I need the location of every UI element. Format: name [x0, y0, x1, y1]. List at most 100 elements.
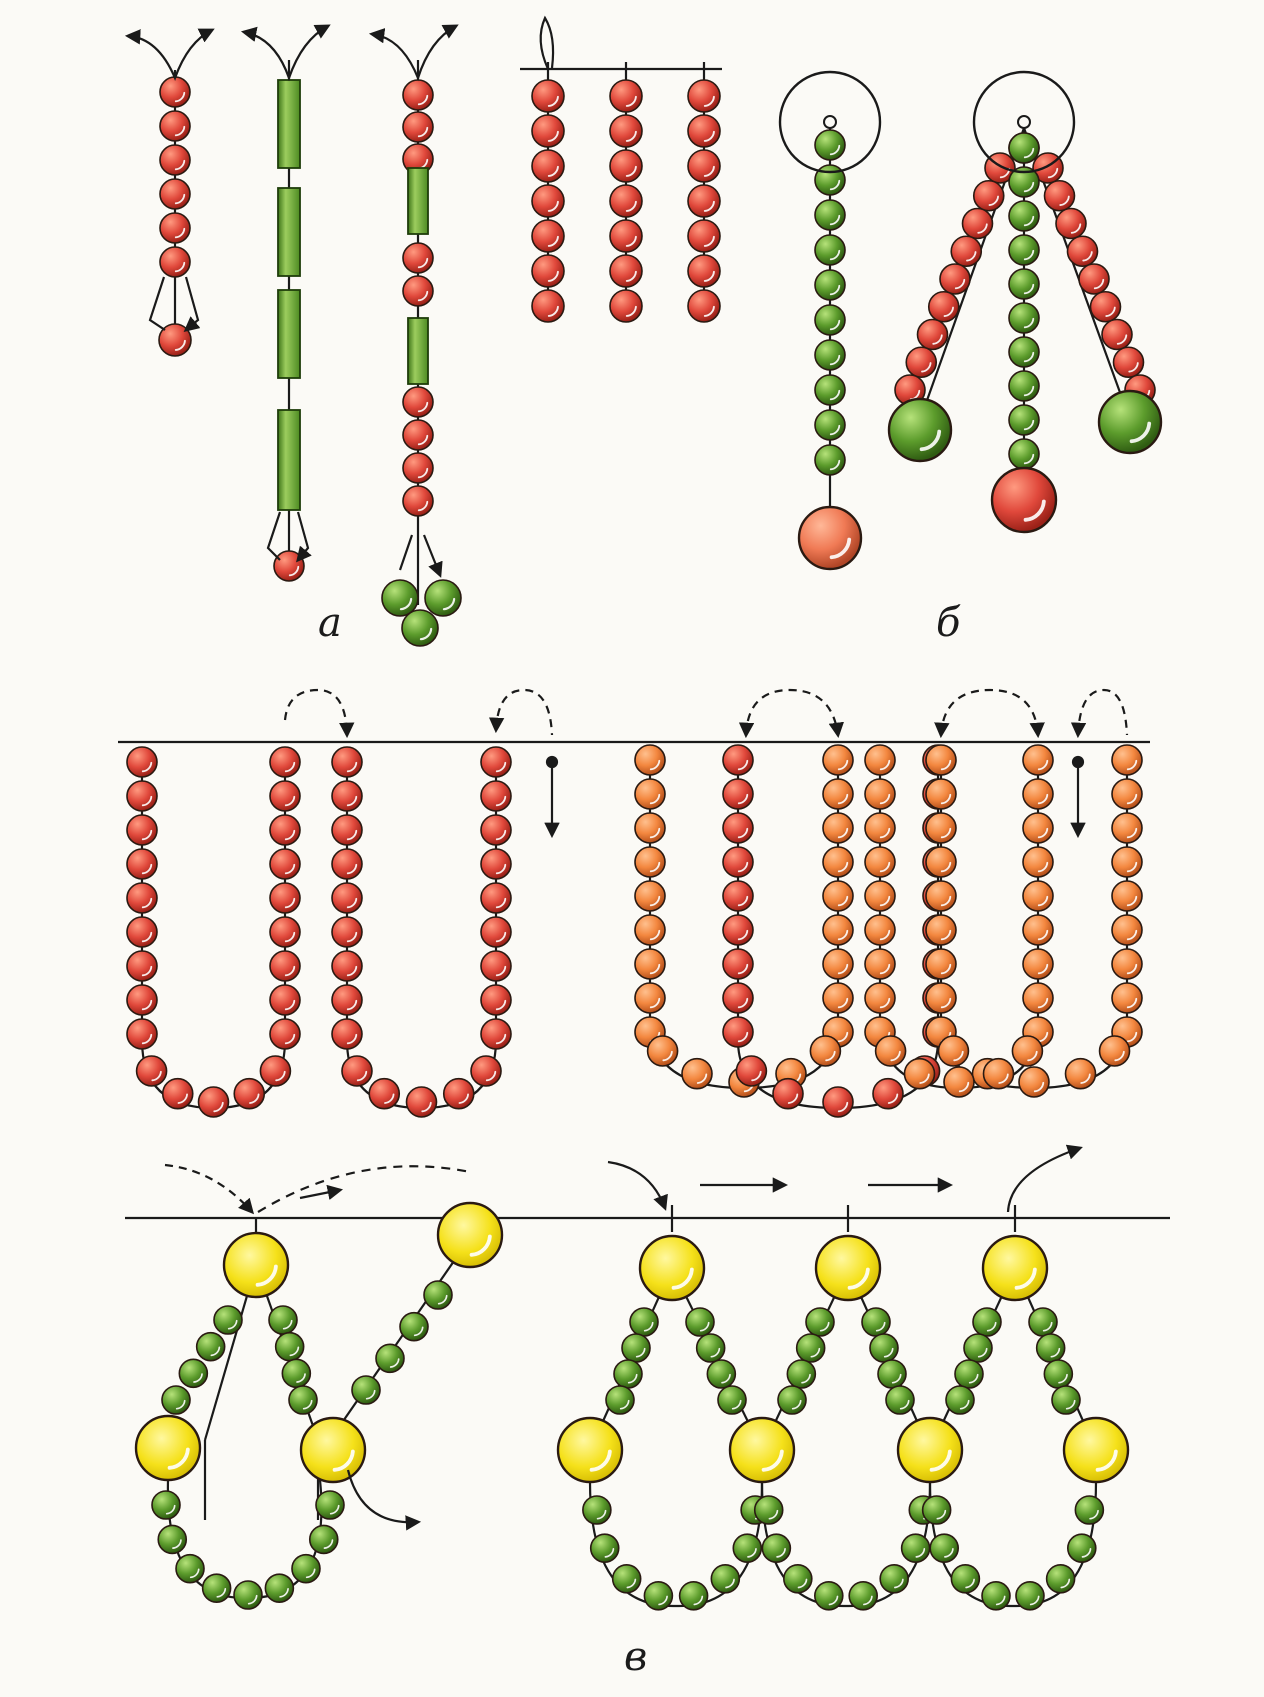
green-bead — [589, 1533, 620, 1563]
red-bead — [531, 184, 565, 218]
orange-bead — [1111, 846, 1143, 878]
green-bead — [1008, 370, 1040, 402]
green-bead — [1008, 336, 1040, 368]
yellow-bead — [299, 1416, 367, 1484]
green-bead — [950, 1564, 981, 1594]
green-bead — [786, 1359, 817, 1389]
green-bead — [1051, 1385, 1081, 1415]
red-bead — [1055, 207, 1087, 240]
red-bead — [269, 780, 301, 812]
green-bead — [281, 1358, 312, 1389]
red-bead — [331, 984, 363, 1016]
red-bead — [722, 744, 754, 776]
red-bead — [609, 149, 643, 183]
green-bead — [1008, 268, 1040, 300]
red-bead — [269, 746, 301, 778]
thread — [329, 1234, 473, 1441]
green-bead — [945, 1385, 975, 1415]
red-bead — [722, 778, 754, 810]
green-bead — [291, 1553, 321, 1584]
yellow-bead — [222, 1231, 290, 1299]
red-bead — [722, 1016, 754, 1048]
green-bead — [351, 1375, 381, 1405]
small-arrow — [299, 1184, 344, 1200]
red-bead — [722, 880, 754, 912]
green-bead — [783, 1564, 813, 1594]
green-bead — [814, 339, 846, 371]
red-bead — [916, 318, 949, 351]
red-bead — [331, 1018, 363, 1050]
red-bead — [402, 275, 434, 307]
jump-arrow — [283, 688, 355, 739]
red-bead — [1089, 290, 1122, 323]
red-bead — [480, 1018, 512, 1050]
green-bead — [879, 1564, 909, 1594]
red-bead — [687, 219, 721, 253]
green-bead — [1074, 1495, 1105, 1525]
green-bead — [814, 304, 846, 336]
red-bead — [126, 848, 158, 880]
green-bead — [201, 1573, 232, 1603]
orange-bead — [925, 744, 957, 776]
green-bead — [375, 1343, 405, 1374]
orange-bead — [1022, 982, 1054, 1014]
red-bead — [950, 235, 983, 268]
yellow-bead — [436, 1201, 504, 1269]
red-bead — [531, 289, 565, 323]
orange-bead — [864, 778, 896, 810]
orange-bead — [1111, 778, 1143, 810]
orange-bead — [1022, 744, 1054, 776]
red-bead — [961, 207, 994, 240]
red-bead — [126, 882, 158, 914]
orange-bead — [634, 778, 666, 810]
marks-layer — [124, 15, 1129, 1531]
loop-end — [148, 276, 198, 330]
orange-bead — [681, 1057, 713, 1090]
green-bead — [1008, 200, 1040, 232]
red-bead — [405, 1086, 438, 1118]
red-bead — [126, 1018, 158, 1050]
yellow-bead — [981, 1234, 1049, 1302]
caption-a: а — [318, 600, 342, 646]
orange-bead — [925, 812, 957, 844]
green-bead — [399, 1311, 429, 1342]
green-bead — [710, 1564, 741, 1594]
green-bead — [1045, 1564, 1076, 1594]
red-bead — [531, 254, 565, 288]
orange-bead — [864, 982, 896, 1014]
red-bead — [687, 79, 721, 113]
orange-bead — [1111, 914, 1143, 946]
orange-bead — [943, 1066, 975, 1098]
green-bead — [274, 1331, 305, 1362]
red-bead — [126, 916, 158, 948]
green-bead — [814, 374, 846, 406]
orange-bead — [1022, 778, 1054, 810]
orange-bead — [1022, 880, 1054, 912]
red-bead — [609, 184, 643, 218]
green-bead — [1008, 404, 1040, 436]
yellow-bead — [728, 1416, 796, 1484]
ring — [778, 70, 882, 174]
orange-bead — [1111, 982, 1143, 1014]
red-bead — [402, 242, 434, 274]
yellow-bead — [134, 1414, 202, 1482]
caption-c: в — [624, 1634, 648, 1680]
red-bead — [480, 984, 512, 1016]
green-bead — [1043, 1359, 1074, 1389]
orange-bead — [1018, 1066, 1050, 1098]
red-bead — [1101, 318, 1133, 351]
green-bead — [805, 1307, 835, 1337]
orange-bead — [1111, 812, 1143, 844]
green-bead — [175, 1553, 205, 1584]
green-bead — [161, 1385, 191, 1415]
orange-bead — [874, 1035, 907, 1067]
red-bead — [722, 948, 754, 980]
red-bead — [1066, 235, 1099, 268]
red-bead — [480, 746, 512, 778]
orange-bead — [925, 778, 957, 810]
green-bead — [613, 1359, 643, 1389]
green-bead — [1008, 234, 1040, 266]
green-bead — [678, 1580, 709, 1611]
orange-bead — [634, 982, 666, 1014]
ring-eye — [823, 115, 837, 129]
